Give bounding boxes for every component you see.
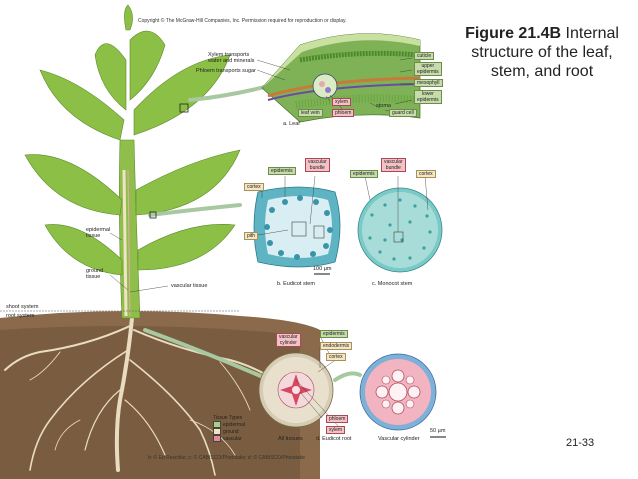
- label-root-xylem: xylem: [326, 426, 346, 434]
- copyright-notice: Copyright © The McGraw-Hill Companies, I…: [138, 18, 347, 24]
- figure-title-text: Internal structure of the leaf, stem, an…: [471, 25, 619, 80]
- leaf-cross-section: [261, 33, 421, 123]
- label-monocot-cortex: cortex: [416, 170, 436, 178]
- label-stem-cortex: cortex: [244, 183, 264, 191]
- slide-number: 21-33: [566, 437, 595, 449]
- xylem-transport-note: Xylem transports water and minerals: [208, 52, 255, 64]
- label-mesophyll: mesophyll: [414, 79, 443, 87]
- label-upper-epidermis: upper epidermis: [414, 62, 442, 76]
- legend-item-ground: ground: [213, 428, 245, 435]
- label-cuticle: cuticle: [414, 52, 435, 60]
- monocot-stem-caption: c. Monocot stem: [372, 281, 413, 287]
- label-monocot-epidermis: epidermis: [350, 170, 378, 178]
- monocot-stem-section: [357, 187, 443, 273]
- plant-stem-drawing: [119, 139, 141, 319]
- label-leaf-xylem: xylem: [332, 98, 352, 106]
- label-stoma: stoma: [376, 103, 391, 109]
- all-tissues-caption: All tissues: [278, 436, 303, 442]
- label-stem-vascular-bundle: vascular bundle: [305, 158, 330, 172]
- label-leaf-phloem: phloem: [332, 109, 355, 117]
- photo-credits: b: © Ed Reschke; c: © CABISCO/Phototake;…: [148, 455, 305, 461]
- label-lower-epidermis: lower epidermis: [414, 90, 442, 104]
- label-epidermal-tissue: epidermal tissue: [86, 227, 111, 239]
- legend-item-epidermal: epidermal: [213, 421, 245, 428]
- label-root-epidermis: epidermis: [320, 330, 348, 338]
- legend-swatch: [213, 435, 221, 442]
- plant-leaves-drawing: [24, 4, 241, 276]
- eudicot-stem-section: [253, 186, 341, 268]
- label-vascular-cylinder: vascular cylinder: [276, 333, 301, 347]
- stem-scale-label: 100 µm: [313, 266, 332, 272]
- tissue-types-legend: Tissue Types epidermal ground vascular: [213, 415, 245, 442]
- label-stem-pith: pith: [244, 232, 259, 240]
- figure-number: Figure 21.4B: [465, 25, 562, 42]
- label-monocot-vascular-bundle: vascular bundle: [381, 158, 406, 172]
- label-root-endodermis: endodermis: [320, 342, 353, 350]
- soil: [0, 310, 320, 479]
- legend-label: ground: [223, 428, 239, 435]
- legend-label: epidermal: [223, 421, 245, 428]
- root-section: [258, 352, 334, 428]
- label-root-cortex: cortex: [326, 353, 346, 361]
- root-scale-label: 50 µm: [430, 428, 446, 434]
- label-ground-tissue: ground tissue: [86, 268, 104, 280]
- eudicot-stem-caption: b. Eudicot stem: [277, 281, 315, 287]
- label-root-phloem: phloem: [326, 415, 349, 423]
- leaf-caption: a. Leaf: [283, 121, 300, 127]
- label-root-system: root system: [6, 313, 35, 319]
- label-leaf-vein: leaf vein: [298, 109, 323, 117]
- figure-title: Figure 21.4B Internal structure of the l…: [452, 24, 632, 81]
- label-guard-cell: guard cell: [389, 109, 417, 117]
- legend-title: Tissue Types: [213, 415, 243, 421]
- legend-swatch: [213, 421, 221, 428]
- zoom-boxes: [149, 103, 189, 219]
- vascular-cylinder-section: [359, 353, 437, 431]
- phloem-transport-note: Phloem transports sugar: [196, 68, 256, 74]
- legend-item-vascular: vascular: [213, 435, 245, 442]
- leader-lines: [109, 57, 429, 429]
- label-vascular-tissue: vascular tissue: [171, 283, 208, 289]
- label-stem-epidermis: epidermis: [268, 167, 296, 175]
- legend-swatch: [213, 428, 221, 435]
- label-shoot-system: shoot system: [6, 304, 39, 310]
- eudicot-root-caption: d. Eudicot root: [316, 436, 352, 442]
- vascular-cylinder-caption: Vascular cylinder: [378, 436, 420, 442]
- legend-label: vascular: [223, 435, 242, 442]
